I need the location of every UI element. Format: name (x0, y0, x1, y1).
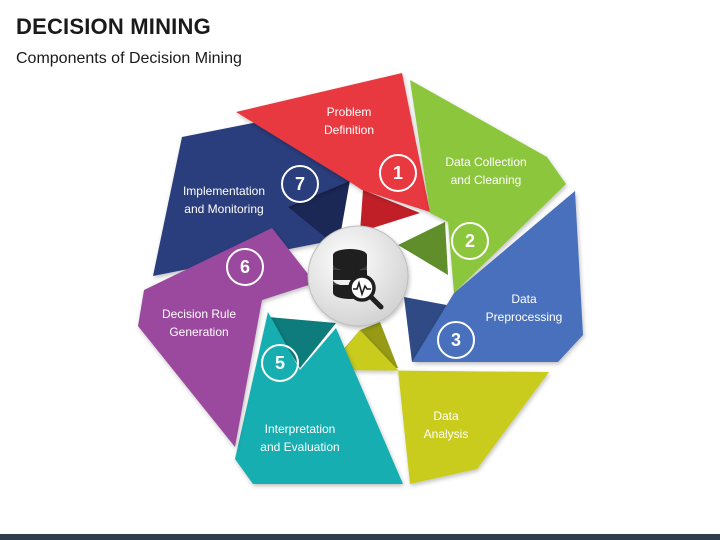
step-7-number: 7 (295, 174, 305, 194)
segment-1-panel (236, 73, 430, 212)
step-7-badge (281, 165, 319, 203)
segment-5-shade (268, 317, 336, 368)
step-1-label-line1: Problem (327, 105, 372, 119)
segment-7-panel (153, 122, 352, 276)
step-2-label-line1: Data Collection (445, 155, 526, 169)
bottom-bar (0, 534, 720, 540)
step-6-badge (226, 248, 264, 286)
database-search-icon (333, 249, 384, 310)
segment-1-shade (360, 190, 420, 232)
step-6-label-line2: Generation (169, 325, 228, 339)
step-5-number: 5 (275, 353, 285, 373)
step-4-label-line1: Data (433, 409, 459, 423)
segment-7: 7 Implementation and Monitoring (153, 122, 352, 276)
step-7-label-line1: Implementation (183, 184, 265, 198)
segment-1: 1 Problem Definition (236, 73, 430, 232)
step-5-label-line2: and Evaluation (260, 440, 339, 454)
page-title: DECISION MINING (16, 14, 211, 39)
step-3-badge (437, 321, 475, 359)
step-5-label-line1: Interpretation (265, 422, 336, 436)
center-hub (307, 225, 409, 327)
step-1-label-line2: Definition (324, 123, 374, 137)
page-subtitle: Components of Decision Mining (16, 50, 242, 67)
step-2-label-line2: and Cleaning (451, 173, 522, 187)
step-1-number: 1 (393, 163, 403, 183)
step-1-badge (379, 154, 417, 192)
segment-6: 6 Decision Rule Generation (138, 228, 315, 447)
step-4-label-line2: Analysis (424, 427, 469, 441)
step-7-label-line2: and Monitoring (184, 202, 263, 216)
segment-2-shade (398, 222, 448, 275)
step-3-label-line1: Data (511, 292, 537, 306)
segment-3-panel (412, 191, 583, 362)
segment-3-shade (404, 297, 452, 362)
segment-2-panel (410, 80, 566, 293)
step-5-badge (261, 344, 299, 382)
step-3-number: 3 (451, 330, 461, 350)
segment-5: 5 Interpretation and Evaluation (235, 312, 403, 484)
step-6-number: 6 (240, 257, 250, 277)
segment-5-panel (235, 312, 403, 484)
step-2-badge (451, 222, 489, 260)
step-6-label-line1: Decision Rule (162, 307, 236, 321)
segment-4-panel (328, 330, 549, 484)
step-4-number: 4 (368, 387, 378, 407)
segment-6-panel (138, 228, 315, 447)
segment-2: 2 Data Collection and Cleaning (398, 80, 566, 293)
step-2-number: 2 (465, 231, 475, 251)
segment-7-shade (285, 180, 350, 248)
step-3-label-line2: Preprocessing (486, 310, 563, 324)
segment-3: 3 Data Preprocessing (404, 191, 583, 362)
